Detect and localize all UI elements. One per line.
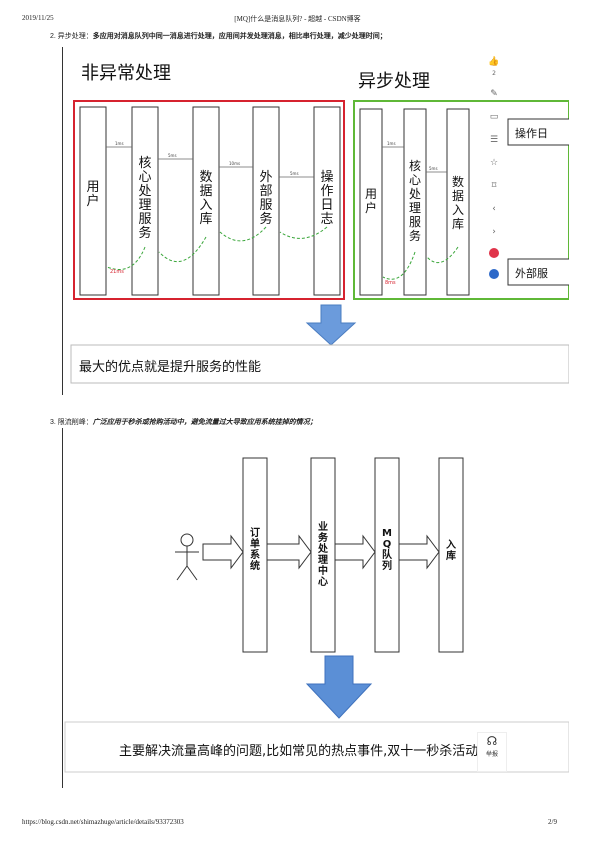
sync-title: 非异常处理: [81, 63, 171, 84]
report-label: 举报: [485, 751, 498, 758]
sync-frame: [73, 100, 345, 300]
edit-icon[interactable]: ✎: [490, 89, 498, 99]
box-storage: [438, 457, 464, 653]
figure1-down-arrow: [305, 304, 357, 346]
async-box-db: [446, 108, 470, 296]
figure2-summary: 主要解决流量高峰的问题,比如常见的热点事件,双十一秒杀活动等: [119, 744, 492, 759]
label-order-system: 订单系统: [250, 528, 260, 572]
sync-timing-2: 5ms: [168, 153, 177, 158]
bookmark-icon[interactable]: ⌑: [491, 181, 497, 191]
sync-timing-4: 5ms: [290, 171, 299, 176]
sync-box-external: [252, 106, 280, 296]
figure2-down-arrow: [305, 655, 373, 719]
sync-label-core: 核心处理服务: [138, 156, 152, 241]
box-mq-queue: [374, 457, 400, 653]
sync-box-log: [313, 106, 341, 296]
sync-box-core: [131, 106, 159, 296]
async-title: 异步处理: [358, 71, 430, 92]
figure-async-processing: 非异常处理 异步处理: [62, 47, 569, 395]
async-box-user: [359, 108, 383, 296]
figure1-summary-box: [70, 344, 569, 384]
sync-label-db: 数据入库: [199, 170, 213, 227]
async-timing-1: 1ms: [387, 141, 396, 146]
list-item-async: 2. 异步处理：多应用对消息队列中同一消息进行处理，应用间并发处理消息，相比串行…: [50, 31, 387, 41]
sync-timing-3: 10ms: [229, 161, 241, 166]
comment-icon[interactable]: ▭: [489, 112, 499, 122]
article-side-toolbar: 👍 2 ✎ ▭ ☰ ☆ ⌑ ‹ ›: [483, 55, 505, 295]
weibo-icon[interactable]: [487, 248, 501, 262]
sync-box-user: [79, 106, 107, 296]
sync-label-log: 操作日志: [320, 170, 334, 227]
async-label-db: 数据入库: [451, 175, 464, 231]
async-label-core: 核心处理服务: [408, 159, 421, 243]
sync-label-external: 外部服务: [259, 170, 273, 227]
print-title: [MQ]什么是消息队列? - 超越 - CSDN博客: [234, 15, 361, 23]
like-count: 2: [492, 70, 496, 77]
report-icon: ☊: [486, 734, 498, 748]
item-text: 广泛应用于秒杀或抢购活动中，避免流量过大导致应用系统挂掉的情况；: [92, 419, 317, 426]
next-icon[interactable]: ›: [492, 227, 496, 237]
label-storage: 入库: [446, 540, 456, 562]
star-icon[interactable]: ☆: [489, 158, 499, 168]
share-icon[interactable]: [487, 269, 501, 283]
doc-icon[interactable]: ☰: [489, 135, 499, 145]
print-date: 2019/11/25: [22, 14, 54, 22]
figure1-diagram: [70, 100, 569, 384]
async-label-log: 操作日: [515, 127, 548, 140]
item-number: 2. 异步处理：: [50, 33, 93, 40]
report-button[interactable]: ☊ 举报: [477, 732, 507, 772]
sync-timing-1: 1ms: [115, 141, 124, 146]
page-number: 2/9: [548, 818, 557, 826]
item-text: 多应用对消息队列中同一消息进行处理，应用间并发处理消息，相比串行处理，减少处理时…: [92, 33, 387, 40]
print-url: https://blog.csdn.net/shimazhuge/article…: [22, 818, 184, 826]
async-frame: [353, 100, 569, 300]
list-item-peak-shaving: 3. 限流削峰：广泛应用于秒杀或抢购活动中，避免流量过大导致应用系统挂掉的情况；: [50, 417, 317, 427]
box-business-center: [310, 457, 336, 653]
async-timing-2: 5ms: [429, 166, 438, 171]
async-box-core: [403, 108, 427, 296]
like-icon[interactable]: 👍: [488, 57, 500, 67]
sync-label-user: 用户: [86, 180, 100, 209]
async-label-user: 用户: [364, 187, 377, 215]
sync-timing-total: 21ms: [110, 269, 124, 275]
async-label-external: 外部服: [515, 267, 548, 280]
label-business-center: 业务处理中心: [318, 522, 328, 588]
async-timing-total: 8ms: [385, 280, 396, 286]
sync-box-db: [192, 106, 220, 296]
figure1-summary: 最大的优点就是提升服务的性能: [79, 360, 262, 375]
item-number: 3. 限流削峰：: [50, 419, 93, 426]
prev-icon[interactable]: ‹: [492, 204, 496, 214]
